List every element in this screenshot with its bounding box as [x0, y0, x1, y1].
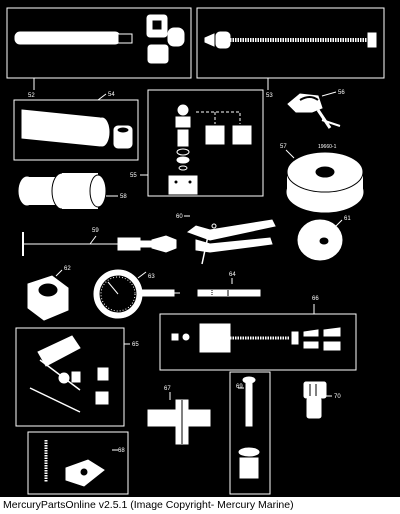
- tool-group-66: [159, 304, 357, 371]
- callout-61: 61: [344, 216, 351, 222]
- tool-57-plate: [285, 149, 364, 213]
- callout-65: 65: [132, 342, 139, 348]
- tool-group-53: [196, 7, 385, 90]
- callout-57: 57: [280, 144, 287, 150]
- tool-62-socket: [27, 269, 69, 321]
- callout-54: 54: [108, 92, 115, 98]
- tool-group-69: [229, 371, 271, 495]
- tool-group-55: [140, 89, 264, 197]
- tool-group-65: [15, 327, 130, 427]
- copyright-caption: MercuryPartsOnline v2.5.1 (Image Copyrig…: [0, 497, 400, 514]
- tool-60-pliers: [184, 215, 276, 265]
- callout-56-sub: 19660-1: [318, 144, 337, 150]
- tool-63-dial-indicator: [93, 269, 180, 319]
- tool-59-puller: [22, 232, 177, 256]
- callout-60: 60: [176, 214, 183, 220]
- callout-52: 52: [28, 93, 35, 99]
- tool-group-52: [6, 7, 192, 90]
- tool-70-nut: [303, 381, 332, 419]
- callout-58: 58: [120, 194, 127, 200]
- callout-64: 64: [229, 272, 236, 278]
- callout-56: 56: [338, 90, 345, 96]
- callout-68: 68: [118, 448, 125, 454]
- tool-group-68: [27, 431, 129, 495]
- callout-69: 69: [236, 384, 243, 390]
- tool-67-coupler: [147, 392, 211, 445]
- callout-70: 70: [334, 394, 341, 400]
- tool-group-54: [13, 93, 139, 161]
- tool-61-washer: [297, 219, 343, 261]
- tool-58-sleeve: [18, 172, 118, 210]
- tool-64-adapter: [197, 278, 261, 297]
- callout-62: 62: [64, 266, 71, 272]
- callout-55: 55: [130, 173, 137, 179]
- callout-63: 63: [148, 274, 155, 280]
- tool-56-clamp: [287, 91, 341, 129]
- callout-67: 67: [164, 386, 171, 392]
- callout-53: 53: [266, 93, 273, 99]
- callout-66: 66: [312, 296, 319, 302]
- callout-59: 59: [92, 228, 99, 234]
